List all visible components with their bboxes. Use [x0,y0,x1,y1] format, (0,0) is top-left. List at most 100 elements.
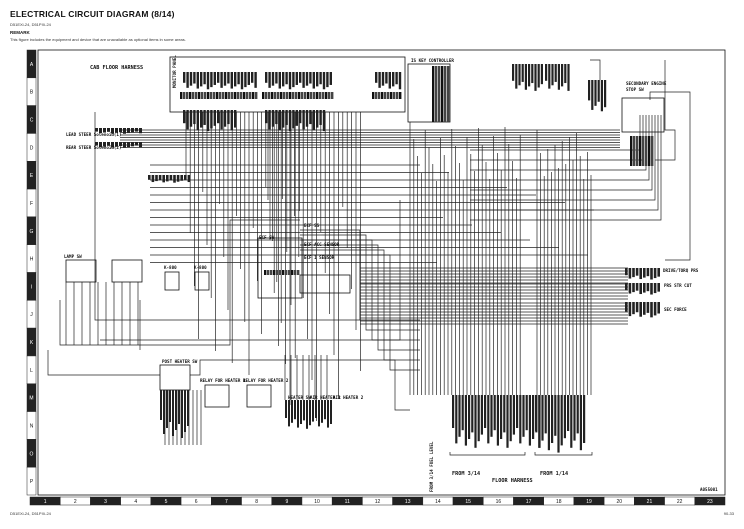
wire [470,115,662,221]
column-number: 5 [165,499,168,505]
wire-tag [268,110,271,130]
wire-tag [646,268,650,277]
wire-tag [166,390,168,428]
remark-heading: REMARK [10,30,30,35]
wire-tag [398,72,402,90]
k800-2-box [194,271,210,291]
connector-terminal [276,270,279,275]
wire-tag [288,400,290,427]
wire-tag [493,395,496,431]
connector-terminal [267,270,270,275]
wire-tag [210,110,213,129]
wire-tag [103,142,106,147]
wire-tag [522,395,525,437]
frame-border [37,49,726,496]
wire-tag [312,72,315,89]
connector-terminal [273,270,276,275]
wire-tag [545,64,548,81]
relay-heater-2-box [246,384,272,408]
connector-terminal [255,92,258,99]
wire-tag [95,128,98,132]
secondary-engine-stop-sw-label-2: STOP SW [626,87,644,92]
column-number: 1 [44,499,47,505]
connector-terminal [304,92,307,99]
wire-tag [567,395,570,431]
wire-tag [519,395,522,444]
components [65,56,665,453]
connector-terminal [237,92,240,99]
wire-tag [540,64,543,85]
wire-tag [183,110,186,124]
column-number: 12 [375,499,381,505]
wire-tag [531,64,534,84]
row-letter: C [30,118,34,124]
wire-tag [99,128,102,134]
wire-tag [200,110,203,128]
wire-tag [275,72,278,84]
wire [470,115,647,171]
wire-tag [324,400,326,420]
wire-tag [169,390,171,422]
wire-tag [604,80,607,108]
connector-terminal [298,92,301,99]
page-title: ELECTRICAL CIRCUIT DIAGRAM (8/14) [10,9,175,19]
wire-tag [220,110,223,130]
wire-tag [213,72,216,85]
connector-terminal [180,92,183,99]
remark-text: This figure includes the equipment and d… [10,37,186,42]
wire-tag [299,72,302,83]
wire-tag [166,175,169,182]
wire-tag [119,142,122,147]
wire-tag [625,268,628,276]
wire-tag [99,142,102,148]
column-number: 14 [435,499,441,505]
wire-tag [509,395,512,442]
wire-tag [193,72,196,84]
connector-terminal [201,92,204,99]
wire-tag [282,72,285,87]
wire-tag [278,72,281,89]
connector-terminal [243,92,246,99]
wire-tag [551,64,554,86]
wire-tag [278,110,281,131]
wire-tag [570,395,573,448]
wire-tag [176,175,180,182]
wire-tag [178,390,180,424]
connector-terminal [399,92,402,99]
connector-terminal [651,136,654,166]
wire-tag [639,302,642,317]
is-key-controller-label: IS KEY CONTROLLER [411,58,454,63]
wire-tag [285,400,287,418]
wire-tag [107,142,110,146]
wire-tag [515,64,518,89]
connector-terminal [438,66,441,122]
wire-tag [123,128,126,134]
wire [665,110,691,261]
row-letter: P [30,479,34,485]
k800-2-label: K-800 [194,265,207,270]
wire [59,219,300,346]
wire-tag [375,72,378,83]
wire-tag [315,400,317,418]
connector-terminal [328,92,331,99]
wire-tag [544,395,547,434]
lamp-sw-box-2 [111,259,143,283]
wire-tag [288,72,292,90]
wire-tag [107,128,110,132]
connector-terminal [378,92,381,99]
wire-tag [650,302,653,318]
air-heater-2-label: AIR HEATER 2 [333,395,364,400]
connector-terminal [285,270,288,275]
wire [300,249,420,361]
wire-tag [573,395,576,441]
connector-terminal [387,92,390,99]
wire-tag [564,64,567,84]
wire-tag [525,395,528,431]
connector-terminal [639,136,642,166]
wire-tag [288,110,292,132]
connector-terminal [274,92,277,99]
column-number: 18 [556,499,562,505]
wire-tag [158,175,162,181]
wire-tag [169,175,173,181]
wire-tag [541,395,544,441]
